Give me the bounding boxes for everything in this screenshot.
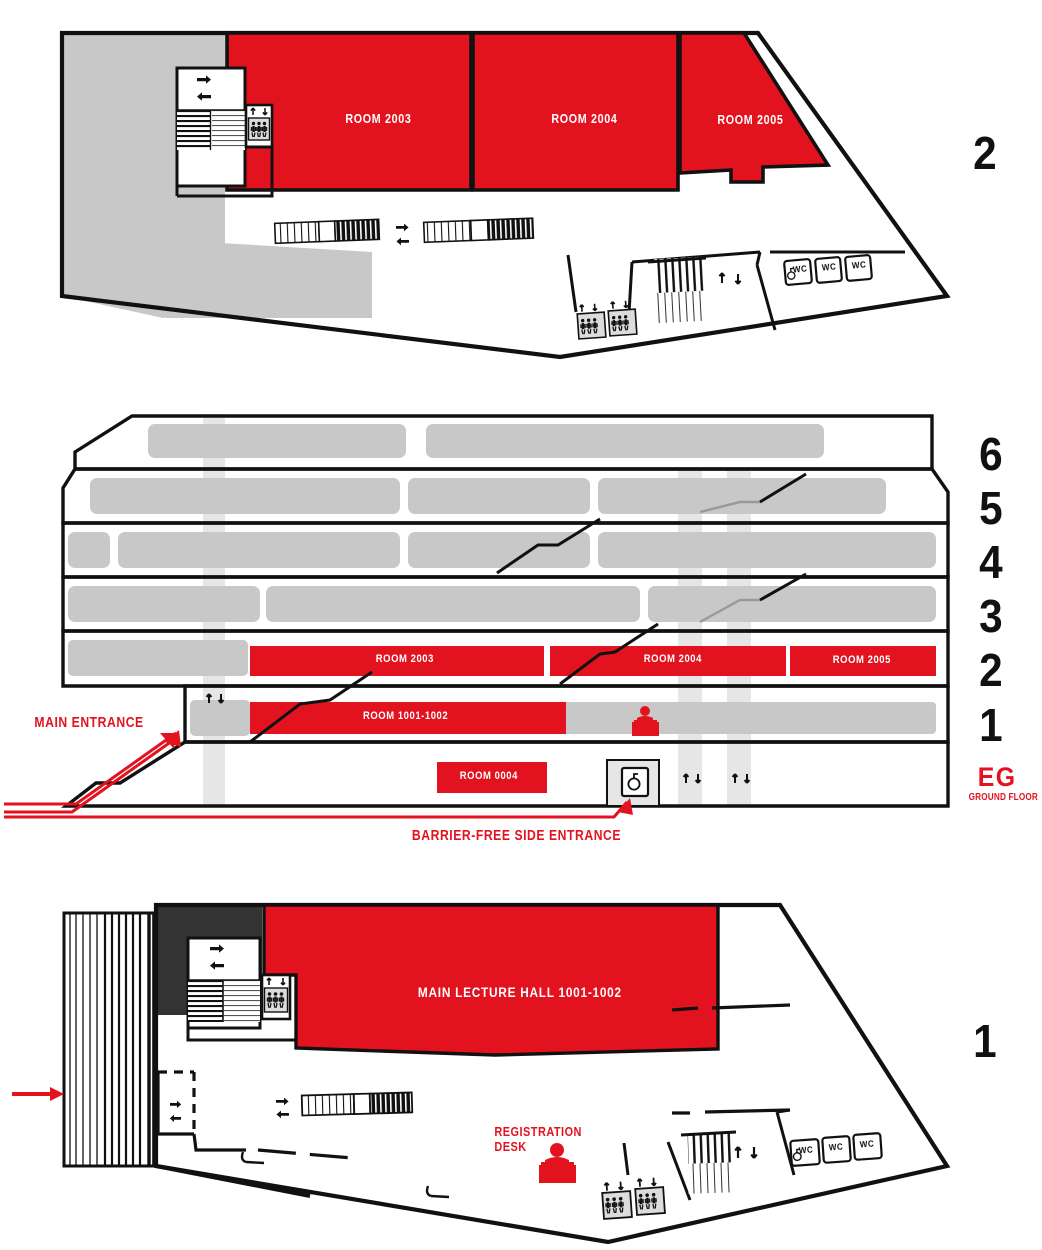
section-floor-number-6: 6 [979, 428, 1006, 480]
registration-desk-label: REGISTRATION DESK [494, 1124, 582, 1154]
barrier-free-arrow [4, 798, 633, 819]
wc-label-f1-1: WC [828, 1141, 844, 1153]
section-drawing [4, 414, 950, 819]
elevator-f1 [260, 973, 292, 1021]
section-room-2005: ROOM 2005 [832, 654, 891, 666]
interior-room-dashed [156, 1070, 246, 1152]
wc-label-f1-2: WC [859, 1138, 875, 1150]
main-lecture-hall-label: MAIN LECTURE HALL 1001-1002 [417, 985, 622, 1000]
registration-desk-section [632, 706, 659, 736]
section-floor-number-3: 3 [979, 590, 1006, 642]
wc-accessible-label-f1: WC [798, 1144, 814, 1156]
room-label-2003-plan: ROOM 2003 [345, 112, 412, 126]
wc-accessible-label-f2: WC [792, 263, 808, 275]
room-label-2004-plan: ROOM 2004 [551, 112, 618, 126]
barrier-free-side-entrance-label: BARRIER-FREE SIDE ENTRANCE [411, 828, 622, 844]
floor1-plan-drawing [12, 902, 951, 1245]
wc-label-f2-1: WC [821, 261, 837, 273]
entrance-arrow-f1 [12, 1087, 64, 1101]
wc-group-f1 [789, 1132, 883, 1167]
facade-stripes [62, 911, 156, 1168]
wc-group-f2 [783, 254, 873, 286]
elevator-pair-f1 [601, 1177, 666, 1220]
escalator-pair-f2 [273, 217, 535, 246]
section-room-1001-1002: ROOM 1001-1002 [362, 710, 449, 722]
escalator-f1 [276, 1091, 414, 1119]
elevator-symbol [247, 107, 271, 141]
main-entrance-label: MAIN ENTRANCE [34, 715, 144, 731]
section-room-2004: ROOM 2004 [643, 653, 702, 665]
floor-number-2-plan: 2 [973, 127, 1000, 179]
accessible-symbol-section [620, 766, 650, 798]
main-entrance-arrow [4, 730, 181, 814]
wc-label-f2-2: WC [851, 259, 867, 271]
section-floor-number-5: 5 [979, 482, 1006, 534]
floor-number-1-plan: 1 [973, 1015, 1000, 1067]
registration-desk-f1 [539, 1143, 576, 1183]
ground-floor-caption: GROUND FLOOR [968, 792, 1039, 803]
section-room-2003: ROOM 2003 [375, 653, 434, 665]
section-floor-number-1: 1 [979, 699, 1006, 751]
floor2-plan-drawing [59, 30, 951, 360]
section-floor-number-2: 2 [979, 644, 1006, 696]
room-label-2005-plan: ROOM 2005 [717, 113, 784, 127]
section-floor-number-4: 4 [979, 536, 1006, 588]
ground-floor-code: EG [977, 762, 1017, 792]
section-room-0004: ROOM 0004 [459, 770, 518, 782]
elevator-pair-f2 [576, 300, 638, 340]
